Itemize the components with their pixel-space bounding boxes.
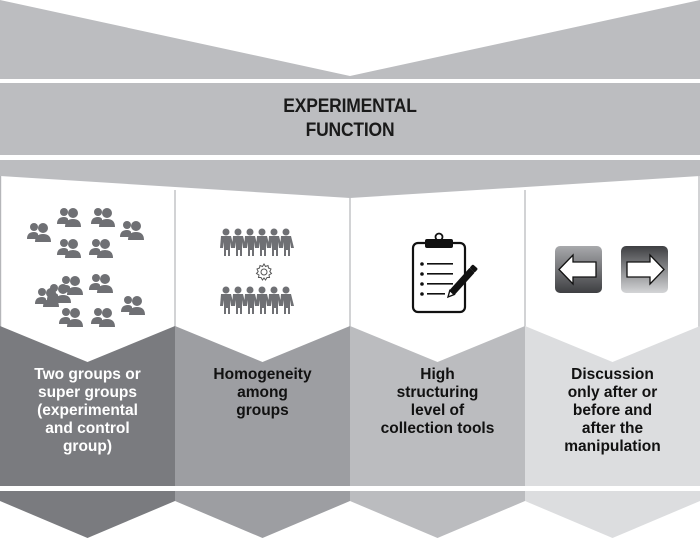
top-chevron-band: [0, 0, 700, 79]
column-3-line: High: [420, 366, 455, 383]
column-2-body: [175, 326, 350, 486]
title-line-1: EXPERIMENTAL: [283, 96, 417, 117]
clipboard-pencil-icon: [411, 232, 478, 314]
homogeneous-groups-gear-icon: [214, 226, 314, 316]
column-1-line: (experimental: [37, 402, 138, 419]
page-title: EXPERIMENTAL FUNCTION: [28, 83, 672, 155]
left-arrow-icon: [555, 246, 602, 293]
column-3-line: level of: [410, 402, 465, 419]
column-3-line: structuring: [396, 384, 479, 401]
column-3-line: collection tools: [380, 420, 495, 437]
column-4-line: after the: [581, 420, 644, 437]
column-4-line: manipulation: [564, 438, 661, 455]
column-1-line: and control: [45, 420, 130, 437]
column-4-chevron: [525, 491, 700, 538]
column-3-text: High structuring level of collection too…: [350, 366, 525, 438]
column-1-line: super groups: [37, 384, 138, 401]
column-1-text: Two groups or super groups (experimental…: [0, 366, 175, 456]
column-4-text: Discussion only after or before and afte…: [525, 366, 700, 456]
title-line-2: FUNCTION: [305, 120, 395, 141]
people-groups-icon: [27, 208, 145, 327]
column-2-text: Homogeneity among groups: [175, 366, 350, 420]
column-1-chevron: [0, 491, 175, 538]
columns-top-band: [0, 160, 700, 198]
column-2-line: groups: [236, 402, 289, 419]
white-panels: [0, 176, 700, 328]
title-band: [0, 83, 700, 155]
column-1-line: group): [62, 438, 113, 455]
before-after-arrows-icon: [555, 246, 668, 293]
gear-icon: [255, 263, 273, 281]
column-1-body: [0, 326, 175, 486]
column-2-chevron: [175, 491, 350, 538]
column-2-line: Homogeneity: [213, 366, 312, 383]
column-1-line: Two groups or: [34, 366, 141, 383]
column-3-chevron: [350, 491, 525, 538]
right-arrow-icon: [621, 246, 668, 293]
column-4-line: only after or: [567, 384, 658, 401]
column-3-body: [350, 326, 525, 486]
column-4-line: before and: [572, 402, 653, 419]
column-4-body: [525, 326, 700, 486]
column-2-line: among: [237, 384, 288, 401]
column-4-line: Discussion: [571, 366, 654, 383]
